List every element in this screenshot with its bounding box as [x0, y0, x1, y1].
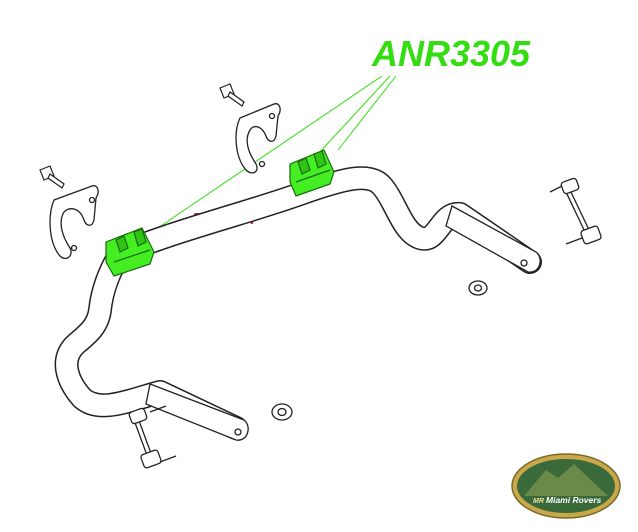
right-clamp-bolt — [219, 83, 245, 107]
left-bar-end — [145, 383, 249, 441]
right-bush — [289, 149, 335, 197]
brand-logo: MR Miami Rovers — [511, 453, 621, 519]
left-drop-link — [128, 405, 177, 469]
nut-right — [468, 280, 488, 296]
right-drop-link — [549, 177, 602, 245]
right-clamp — [235, 103, 281, 174]
nut-left — [271, 403, 293, 421]
right-bar-end — [445, 205, 541, 273]
callout-lines — [145, 75, 397, 237]
anti-roll-bar — [54, 166, 542, 440]
mountain-icon — [524, 464, 608, 496]
left-clamp — [49, 185, 99, 260]
left-bush — [105, 227, 155, 277]
part-number-label: ANR3305 — [371, 33, 531, 74]
logo-mark-text: MR — [533, 498, 544, 505]
logo-brand-text: Miami Rovers — [546, 495, 602, 505]
left-clamp-bolt — [39, 165, 65, 189]
